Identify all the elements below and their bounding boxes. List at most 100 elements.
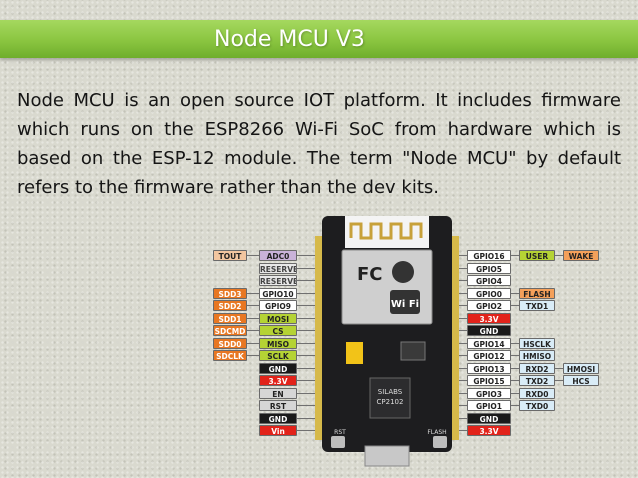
pin-label-gpio10: GPIO10 bbox=[259, 287, 297, 299]
pin-alt-label-user: USER bbox=[519, 250, 555, 261]
pin-wire bbox=[459, 405, 469, 406]
pin-label-gpio2: GPIO2 bbox=[467, 300, 511, 311]
pin-wire bbox=[511, 255, 519, 256]
pin-label-3-3v: 3.3V bbox=[467, 425, 511, 436]
pin-wire bbox=[459, 280, 469, 281]
micro-usb-port bbox=[364, 445, 410, 467]
pin-label-gpio0: GPIO0 bbox=[467, 287, 511, 299]
pin-alt-label-wake: WAKE bbox=[563, 250, 599, 261]
pin-wire bbox=[511, 355, 519, 356]
pin-label-3-3v: 3.3V bbox=[467, 312, 511, 324]
pin-wire bbox=[289, 267, 315, 269]
pin-alt-label-txd1: TXD1 bbox=[519, 300, 555, 311]
pin-label-gpio16: GPIO16 bbox=[467, 250, 511, 261]
pin-wire bbox=[289, 380, 315, 381]
pin-alt-label-hsclk: HSCLK bbox=[519, 337, 555, 349]
pin-label-reserved: RESERVED bbox=[259, 262, 297, 274]
pin-label-cs: CS bbox=[259, 325, 297, 336]
capacitor bbox=[346, 342, 363, 364]
pin-wire bbox=[289, 292, 315, 294]
pin-label-miso: MISO bbox=[259, 337, 297, 349]
pin-wire bbox=[289, 330, 315, 331]
title-bar bbox=[0, 20, 638, 58]
pin-wire bbox=[459, 430, 469, 431]
pin-wire bbox=[511, 367, 519, 369]
pin-alt-label-hcs: HCS bbox=[563, 375, 599, 386]
pin-alt-label-rxd0: RXD0 bbox=[519, 387, 555, 399]
rst-button-label: RST bbox=[334, 429, 346, 436]
pin-wire bbox=[243, 355, 259, 356]
wifi-badge bbox=[390, 290, 420, 314]
pin-wire bbox=[459, 317, 469, 319]
pin-alt-label-sdcmd: SDCMD bbox=[213, 325, 247, 336]
pin-wire bbox=[511, 392, 519, 394]
nodemcu-pinout-figure: ADC0TOUTRESERVEDRESERVEDGPIO10SDD3GPIO9S… bbox=[205, 210, 605, 472]
flash-button-label: FLASH bbox=[427, 429, 446, 436]
pin-wire bbox=[511, 292, 519, 294]
module-logo bbox=[392, 261, 414, 283]
left-pin-header bbox=[315, 236, 322, 440]
pin-alt-label-sdd2: SDD2 bbox=[213, 300, 247, 311]
wifi-badge-text: Wi Fi bbox=[391, 299, 419, 310]
pin-wire bbox=[459, 267, 469, 269]
pin-label-gpio1: GPIO1 bbox=[467, 400, 511, 411]
pin-alt-label-tout: TOUT bbox=[213, 250, 247, 261]
pin-alt-label-flash: FLASH bbox=[519, 287, 555, 299]
pin-alt-label-hmosi: HMOSI bbox=[563, 362, 599, 374]
pin-wire bbox=[289, 392, 315, 394]
pin-alt-label-sdd0: SDD0 bbox=[213, 337, 247, 349]
pin-wire bbox=[555, 255, 563, 256]
pin-wire bbox=[289, 367, 315, 369]
pin-wire bbox=[459, 255, 469, 256]
pin-wire bbox=[459, 342, 469, 344]
pin-label-gpio12: GPIO12 bbox=[467, 350, 511, 361]
pin-wire bbox=[243, 342, 259, 344]
pin-label-gpio3: GPIO3 bbox=[467, 387, 511, 399]
rst-button bbox=[331, 436, 345, 448]
pin-wire bbox=[511, 342, 519, 344]
pin-label-gnd: GND bbox=[467, 412, 511, 424]
slide-body-text: Node MCU is an open source IOT platform.… bbox=[17, 90, 621, 198]
antenna-area bbox=[345, 216, 429, 248]
chip-label-line2: CP2102 bbox=[377, 398, 404, 406]
pin-wire bbox=[289, 280, 315, 281]
right-pin-header bbox=[452, 236, 459, 440]
pin-wire bbox=[289, 405, 315, 406]
pin-wire bbox=[459, 367, 469, 369]
pin-label-gpio5: GPIO5 bbox=[467, 262, 511, 274]
pin-label-gnd: GND bbox=[259, 412, 297, 424]
pin-label-gpio14: GPIO14 bbox=[467, 337, 511, 349]
pin-label-3-3v: 3.3V bbox=[259, 375, 297, 386]
pin-wire bbox=[243, 305, 259, 306]
pin-label-gnd: GND bbox=[467, 325, 511, 336]
pin-wire bbox=[459, 380, 469, 381]
pin-wire bbox=[511, 405, 519, 406]
pin-alt-label-sdd1: SDD1 bbox=[213, 312, 247, 324]
pin-wire bbox=[459, 292, 469, 294]
usb-uart-chip bbox=[369, 377, 411, 419]
pin-wire bbox=[555, 380, 563, 381]
pin-label-gpio13: GPIO13 bbox=[467, 362, 511, 374]
pin-alt-label-rxd2: RXD2 bbox=[519, 362, 555, 374]
pin-label-gpio9: GPIO9 bbox=[259, 300, 297, 311]
flash-button bbox=[433, 436, 447, 448]
pin-wire bbox=[289, 255, 315, 256]
pin-label-rst: RST bbox=[259, 400, 297, 411]
pin-label-en: EN bbox=[259, 387, 297, 399]
pin-label-sclk: SCLK bbox=[259, 350, 297, 361]
regulator bbox=[400, 341, 426, 361]
pin-label-adc0: ADC0 bbox=[259, 250, 297, 261]
pin-wire bbox=[459, 305, 469, 306]
pin-alt-label-txd2: TXD2 bbox=[519, 375, 555, 386]
pin-alt-label-sdclk: SDCLK bbox=[213, 350, 247, 361]
chip-label-line1: SILABS bbox=[378, 388, 403, 396]
pin-alt-label-txd0: TXD0 bbox=[519, 400, 555, 411]
pin-wire bbox=[459, 330, 469, 331]
pin-alt-label-hmiso: HMISO bbox=[519, 350, 555, 361]
pin-wire bbox=[555, 367, 563, 369]
pin-wire bbox=[511, 305, 519, 306]
pin-wire bbox=[459, 355, 469, 356]
antenna-trace bbox=[349, 222, 423, 240]
pin-label-gpio15: GPIO15 bbox=[467, 375, 511, 386]
pin-label-mosi: MOSI bbox=[259, 312, 297, 324]
